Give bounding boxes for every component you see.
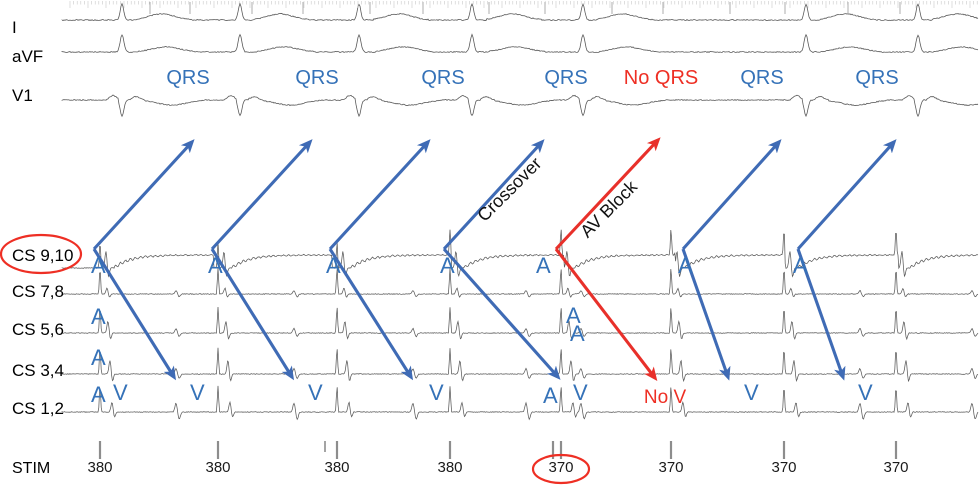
qrs-marker-label: QRS <box>544 67 588 89</box>
surface-lead-label-v1: V1 <box>12 86 33 105</box>
stim-interval-value: 370 <box>548 459 574 476</box>
atrial-electrogram-marker: A <box>326 253 341 278</box>
ventricular-electrogram-marker: V <box>308 380 323 405</box>
av-conduction-arrow-up <box>92 139 195 251</box>
qrs-marker-label: QRS <box>295 67 339 89</box>
cs-channel-label-cs34: CS 3,4 <box>12 361 64 380</box>
atrial-electrogram-marker: A <box>440 253 455 278</box>
surface-lead-label-avf: aVF <box>12 47 44 66</box>
callout-label-av-block: AV Block <box>576 176 642 242</box>
cs-channel-trace-cs910 <box>61 229 979 278</box>
ventricular-electrogram-marker: V <box>573 380 588 405</box>
atrial-electrogram-marker: A <box>793 253 808 278</box>
cs-channel-label-cs910: CS 9,10 <box>12 246 74 265</box>
qrs-marker-label: QRS <box>855 67 899 89</box>
cs-channel-label-cs12: CS 1,2 <box>12 399 64 418</box>
stim-interval-value: 380 <box>437 459 463 476</box>
ventricular-electrogram-marker: V <box>858 380 873 405</box>
ventricular-electrogram-marker: V <box>744 380 759 405</box>
atrial-electrogram-marker: A <box>91 382 106 407</box>
stim-interval-value: 380 <box>87 459 113 476</box>
av-conduction-arrow-up <box>796 139 897 251</box>
av-conduction-arrow-up <box>328 139 431 251</box>
ventricular-electrogram-marker: V <box>113 380 128 405</box>
atrial-electrogram-marker: A <box>570 321 585 346</box>
surface-lead-trace-avf <box>61 33 979 54</box>
av-conduction-arrow-down <box>328 248 414 381</box>
stim-interval-value: 380 <box>324 459 350 476</box>
stim-interval-value: 370 <box>658 459 684 476</box>
conduction-arrow-pair-7 <box>796 139 897 381</box>
ventricular-electrogram-marker: V <box>429 380 444 405</box>
stim-interval-value: 370 <box>771 459 797 476</box>
no-ventricular-electrogram-marker: No V <box>643 387 687 408</box>
surface-lead-label-i: I <box>12 18 17 37</box>
surface-lead-trace-i <box>61 2 979 21</box>
av-conduction-arrow-up <box>210 139 313 251</box>
conduction-arrow-pair-3 <box>328 139 431 381</box>
atrial-electrogram-marker: A <box>91 345 106 370</box>
atrial-electrogram-marker: A <box>678 253 693 278</box>
cs-channel-trace-cs34 <box>61 347 979 383</box>
conduction-arrow-pair-2 <box>210 139 313 381</box>
atrial-electrogram-marker: A <box>566 303 581 328</box>
surface-lead-trace-v1 <box>61 94 979 118</box>
qrs-marker-label: QRS <box>166 67 210 89</box>
conduction-arrow-pair-1 <box>92 139 195 381</box>
cs-channel-trace-cs78 <box>61 267 979 298</box>
cs-channel-trace-cs56 <box>61 306 979 341</box>
av-conduction-arrow-up <box>681 139 782 251</box>
cs-channel-label-cs56: CS 5,6 <box>12 320 64 339</box>
stim-channel-label: STIM <box>12 460 51 477</box>
atrial-electrogram-marker: A <box>91 253 106 278</box>
no-qrs-marker-label: No QRS <box>623 67 699 89</box>
stim-interval-value: 370 <box>883 459 909 476</box>
qrs-marker-label: QRS <box>421 67 465 89</box>
atrial-electrogram-marker: A <box>91 304 106 329</box>
atrial-electrogram-marker: A <box>543 383 558 408</box>
av-conduction-arrow-down <box>210 248 295 381</box>
atrial-electrogram-marker: A <box>208 253 223 278</box>
av-conduction-arrow-down <box>92 248 177 381</box>
stim-interval-value: 380 <box>205 459 231 476</box>
callout-label-crossover: Crossover <box>473 153 546 226</box>
conduction-arrow-pair-6 <box>681 139 782 381</box>
cs-channel-label-cs78: CS 7,8 <box>12 282 64 301</box>
av-conduction-arrow-up <box>554 137 661 251</box>
ventricular-electrogram-marker: V <box>190 380 205 405</box>
qrs-marker-label: QRS <box>740 67 784 89</box>
atrial-electrogram-marker: A <box>536 253 551 278</box>
